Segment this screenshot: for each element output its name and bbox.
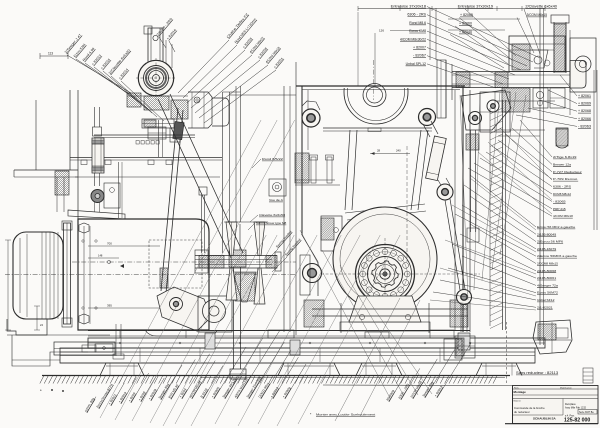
svg-text:6306 - 2RS: 6306 - 2RS [553, 185, 571, 189]
svg-text:P-727 Reducteur: P-727 Reducteur [553, 170, 582, 174]
svg-text:+ 82016: + 82016 [100, 57, 112, 70]
svg-text:Unbal SF12: Unbal SF12 [537, 298, 555, 302]
svg-text:+ 82068: + 82068 [578, 109, 591, 113]
svg-text:+ 82019: + 82019 [117, 391, 127, 404]
svg-text:+ 82001: + 82001 [273, 56, 285, 69]
svg-text:comm. 80a: comm. 80a [83, 397, 95, 413]
svg-text:240: 240 [396, 149, 401, 153]
svg-text:113: 113 [48, 52, 53, 56]
svg-text:Clavette 6x6x50: Clavette 6x6x50 [259, 213, 285, 217]
svg-text:+ 82007: + 82007 [413, 46, 426, 50]
svg-text:+ 8200g: + 8200g [281, 386, 291, 399]
svg-text:+ 82060: + 82060 [459, 22, 472, 26]
svg-text:6306 - 2RS: 6306 - 2RS [407, 13, 426, 17]
svg-text:PRP 215: PRP 215 [553, 207, 566, 211]
svg-text:+ 82014: + 82014 [118, 67, 130, 80]
svg-text:Rond 8/5/22: Rond 8/5/22 [262, 157, 283, 161]
svg-text:Assy Mile Fab 1232: Assy Mile Fab 1232 [565, 407, 587, 410]
svg-text:24: 24 [40, 323, 43, 327]
svg-text:Ecrou 56M72: Ecrou 56M72 [537, 291, 558, 295]
svg-text:a 4. Prov.: a 4. Prov. [565, 415, 575, 418]
svg-text:Unbal SPL12: Unbal SPL12 [406, 62, 427, 66]
svg-text:Remplace: Remplace [565, 403, 576, 406]
svg-text:SCHAUBLIN SA: SCHAUBLIN SA [533, 417, 557, 421]
svg-text:2/Tige 6.8x19: 2/Tige 6.8x19 [553, 155, 577, 159]
svg-text:Beewer 12a: Beewer 12a [553, 162, 571, 166]
svg-text:4/COM M8x18: 4/COM M8x18 [553, 214, 573, 218]
svg-text:4/Seeger 72a: 4/Seeger 72a [537, 283, 558, 287]
svg-text:+ 82040: + 82040 [459, 30, 472, 34]
svg-text:2/195-16079: 2/195-16079 [537, 247, 556, 251]
svg-text:4/COM M8x30/22: 4/COM M8x30/22 [400, 37, 426, 41]
svg-text:+ 8204: + 8204 [178, 387, 187, 398]
svg-text:+ 82065: + 82065 [460, 13, 473, 17]
svg-text:+ 82028: + 82028 [147, 388, 157, 401]
svg-text:- 82063: - 82063 [578, 124, 591, 128]
svg-text:+ 82061: + 82061 [578, 94, 591, 98]
svg-text:2/DCM8 M8x15: 2/DCM8 M8x15 [537, 262, 558, 266]
svg-text:2/195-80049: 2/195-80049 [537, 232, 556, 236]
svg-text:- 82065: - 82065 [553, 199, 566, 203]
svg-text:50mm Screw type M8: 50mm Screw type M8 [256, 221, 287, 225]
svg-text:Modification: Modification [560, 386, 572, 389]
svg-text:+ 82069: + 82069 [578, 102, 591, 106]
svg-text:DCM8 M8x12: DCM8 M8x12 [553, 192, 571, 196]
svg-text:2/Ecrou 56 MF6: 2/Ecrou 56 MF6 [537, 240, 564, 244]
svg-text:Ecrou KM8: Ecrou KM8 [409, 29, 426, 33]
svg-text:126: 126 [379, 29, 384, 33]
svg-text:*: * [310, 413, 312, 417]
svg-text:Entretoise 37x30x19: Entretoise 37x30x19 [458, 5, 494, 9]
svg-text:du reducteur: du reducteur [514, 410, 530, 414]
svg-text:700: 700 [107, 242, 112, 246]
svg-text:Rem.: Rem. [514, 387, 520, 389]
svg-text:+ 82005: + 82005 [242, 36, 254, 49]
svg-text:Entretoise 37x30x18: Entretoise 37x30x18 [391, 5, 427, 9]
svg-text:28: 28 [377, 149, 381, 153]
svg-text:3/COM M6x15: 3/COM M6x15 [527, 13, 548, 17]
svg-text:Sans reducteur : 82113: Sans reducteur : 82113 [516, 371, 558, 375]
svg-text:+ 82066: + 82066 [578, 117, 591, 121]
svg-text:+ 82008: + 82008 [257, 46, 269, 59]
svg-text:+ 82013: + 82013 [91, 53, 103, 66]
svg-text:- 82067: - 82067 [413, 54, 426, 58]
svg-text:148: 148 [98, 254, 103, 258]
svg-text:2/195-80068: 2/195-80068 [537, 269, 556, 273]
svg-text:Rond M8.6: Rond M8.6 [409, 21, 426, 25]
svg-text:Montage: Montage [514, 390, 527, 394]
svg-text:a: a [40, 389, 42, 392]
svg-text:2/1-82021: 2/1-82021 [537, 305, 553, 309]
svg-text:2/Ecrou 56MF6 a gauche: 2/Ecrou 56MF6 a gauche [537, 254, 577, 258]
svg-text:BTR M5 30: BTR M5 30 [167, 383, 179, 399]
svg-text:Matiere: Matiere [514, 400, 522, 403]
svg-text:Vue de A: Vue de A [269, 198, 283, 202]
svg-text:Ecrou 56 MF2 a gauche: Ecrou 56 MF2 a gauche [537, 225, 576, 229]
svg-text:+ 82019: + 82019 [269, 386, 279, 399]
svg-text:Commande de la broche: Commande de la broche [514, 406, 545, 410]
svg-text:+ 82005: + 82005 [210, 386, 220, 399]
svg-text:B 8X28: B 8X28 [199, 387, 208, 398]
svg-text:+ 8209: + 8209 [127, 391, 136, 402]
svg-text:Monter avec Loctite Scelroule: Monter avec Loctite Scelroulement [316, 413, 375, 417]
svg-text:125-82 000: 125-82 000 [564, 418, 590, 424]
svg-text:395: 395 [107, 304, 112, 308]
svg-text:+ 82016: + 82016 [166, 28, 178, 41]
svg-text:2/Clavette 6x6x40: 2/Clavette 6x6x40 [525, 5, 557, 9]
svg-text:2/195-80061: 2/195-80061 [537, 276, 556, 280]
svg-text:+ 82013: + 82013 [433, 385, 443, 398]
svg-text:80/6009: 80/6009 [385, 389, 395, 402]
svg-text:P-709 Renvoi.: P-709 Renvoi. [553, 177, 578, 181]
svg-text:+ 8208: + 8208 [137, 390, 146, 401]
svg-text:Serie 3037 Ba: Serie 3037 Ba [579, 411, 594, 414]
svg-text:+ 82021: + 82021 [107, 393, 117, 406]
